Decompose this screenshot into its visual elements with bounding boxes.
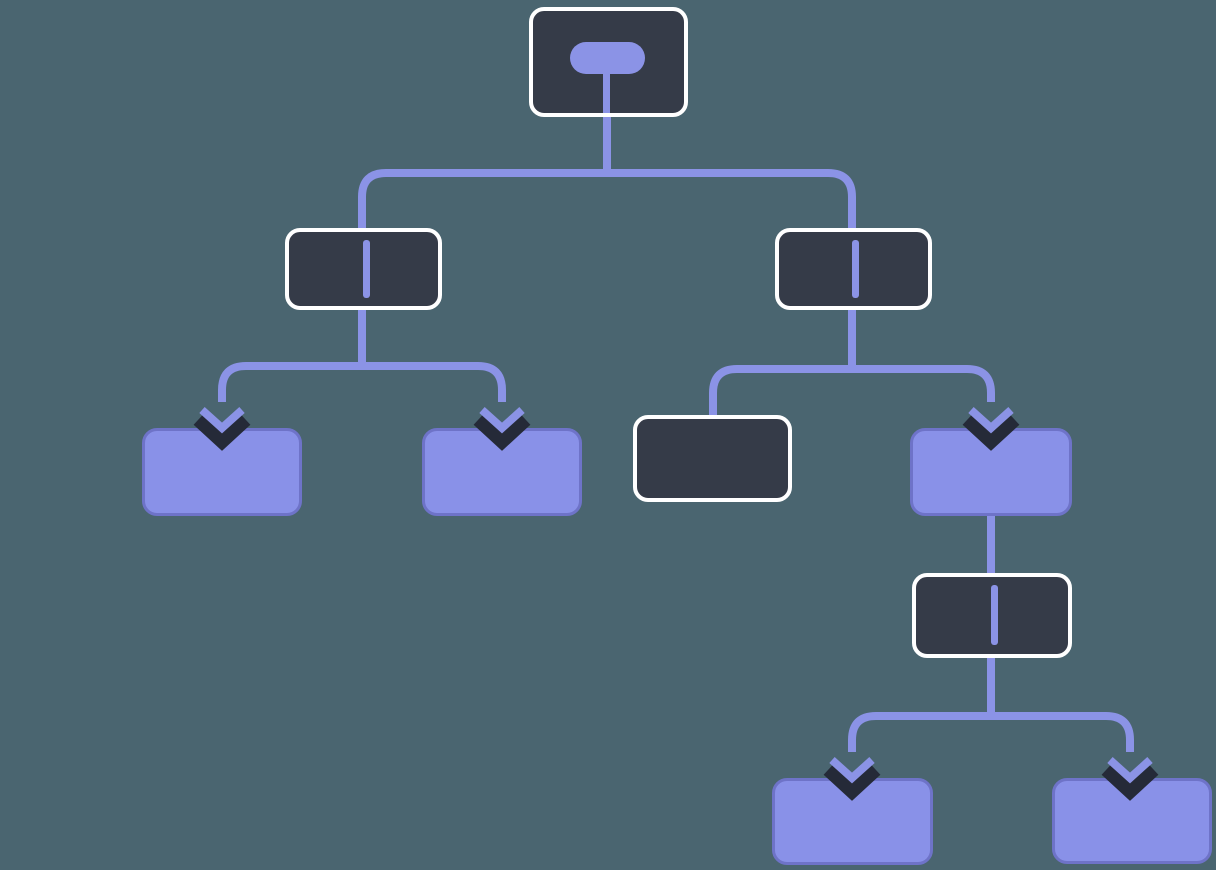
node-branch-bottom	[912, 573, 1072, 658]
branch-right-line	[852, 240, 859, 298]
node-branch-right	[775, 228, 932, 310]
connector-left-subtree	[218, 362, 506, 402]
branch-left-line	[363, 240, 370, 298]
node-branch-left	[285, 228, 442, 310]
connector-level1	[358, 169, 856, 228]
connector-right-subtree	[709, 365, 995, 417]
arrow-down-icon	[193, 407, 251, 451]
node-dark-leaf	[633, 415, 792, 502]
root-pill-stem	[603, 66, 610, 113]
arrow-down-icon	[1101, 757, 1159, 801]
node-root	[529, 7, 688, 117]
arrow-down-icon	[823, 757, 881, 801]
arrow-down-icon	[962, 407, 1020, 451]
connector-bottom-subtree	[848, 712, 1134, 752]
branch-bottom-line	[991, 585, 998, 645]
arrow-down-icon	[473, 407, 531, 451]
